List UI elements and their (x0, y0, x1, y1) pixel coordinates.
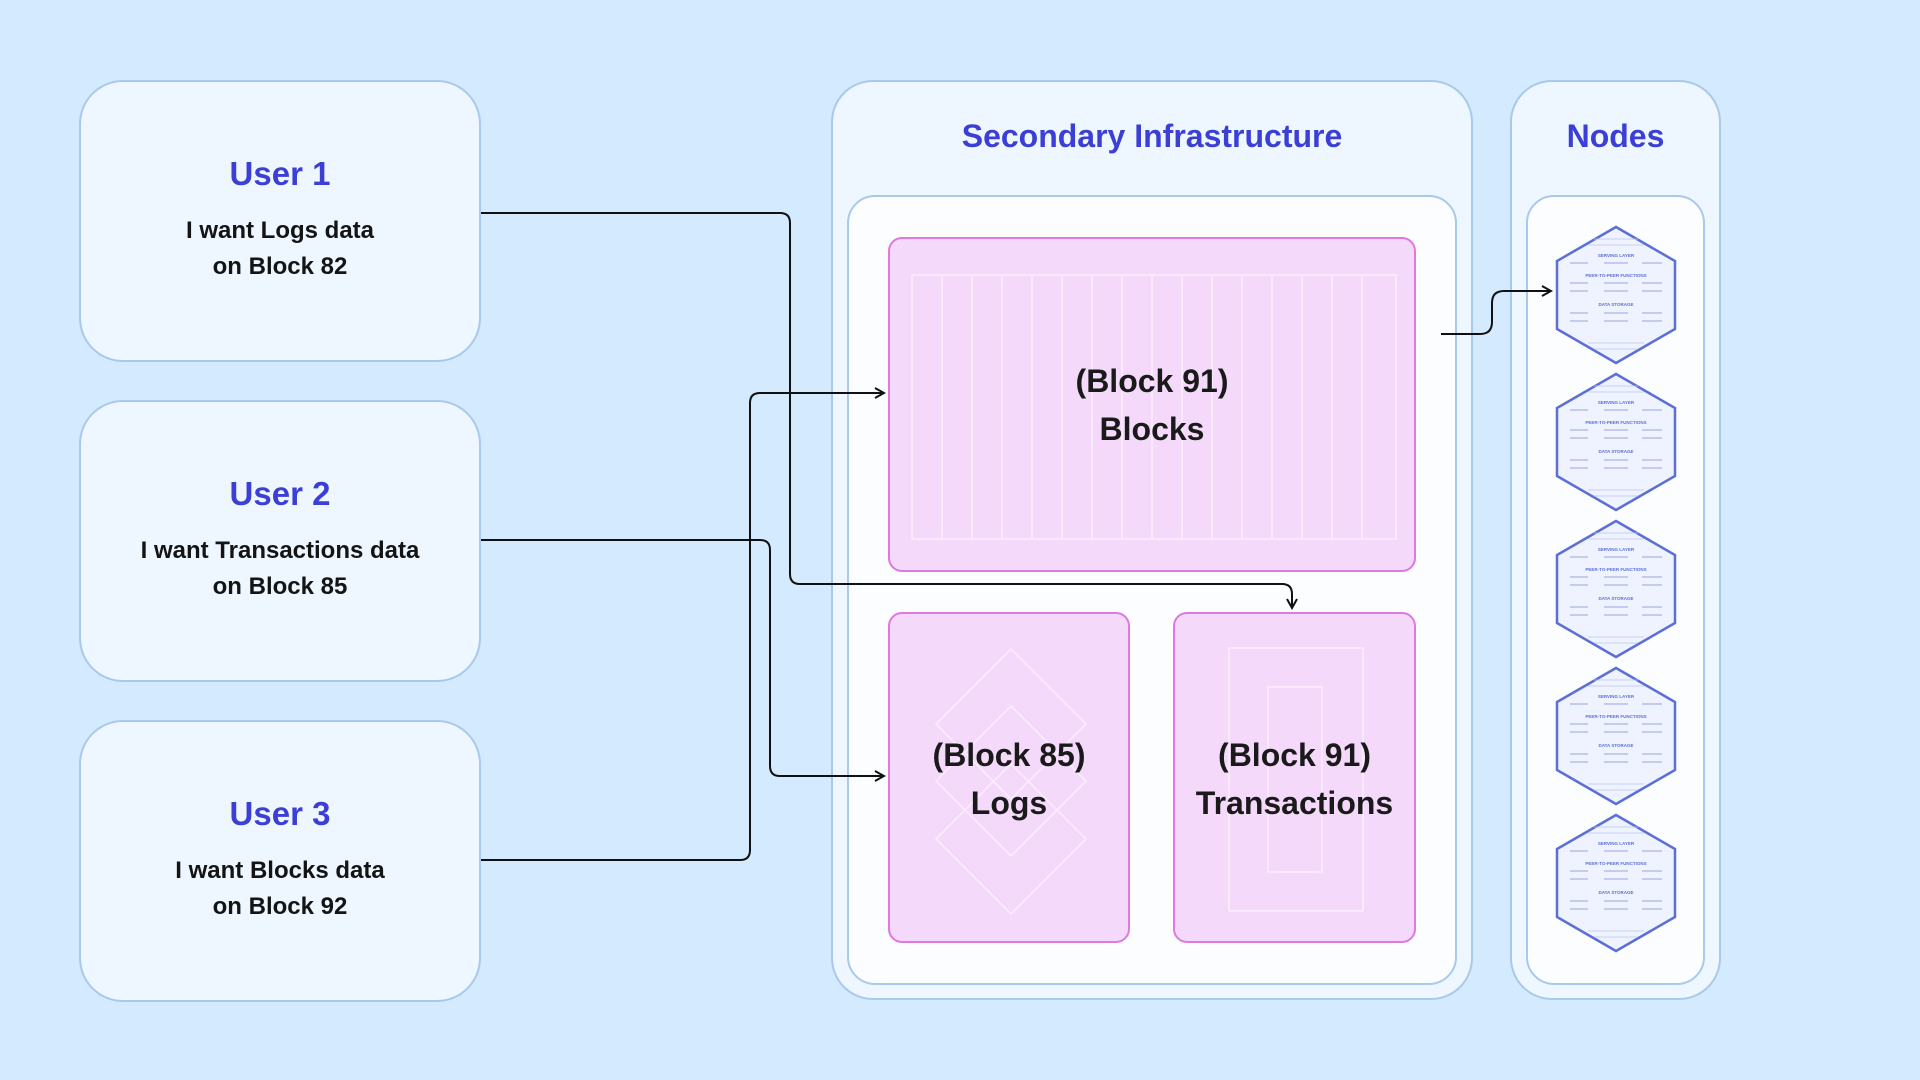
user-2-request-line-1: I want Transactions data (140, 537, 420, 564)
blocks-label: (Block 91) Blocks (890, 357, 1414, 453)
node-section-heading: SERVING LAYER (1598, 400, 1635, 405)
node-5: SERVING LAYER PEER-TO-PEER FUNCTIONS DATA … (1554, 813, 1678, 953)
user-3-to-blocks-connector (481, 393, 884, 861)
transactions-data-box: (Block 91) Transactions (1173, 612, 1416, 943)
user-3-request-line-1: I want Blocks data (175, 857, 385, 884)
user-3-title: User 3 (229, 795, 331, 832)
transactions-label: (Block 91) Transactions (1175, 731, 1414, 827)
user-2-to-logs-connector (481, 539, 884, 776)
node-section-heading: PEER-TO-PEER FUNCTIONS (1585, 567, 1646, 572)
user-1-card: User 1 I want Logs data on Block 82 (79, 80, 481, 362)
node-hexagon-5: SERVING LAYER PEER-TO-PEER FUNCTIONS DATA … (1555, 813, 1677, 953)
node-outline (1555, 813, 1677, 953)
node-section-heading: SERVING LAYER (1598, 694, 1635, 699)
node-outline (1555, 519, 1677, 659)
node-section-heading: SERVING LAYER (1598, 841, 1635, 846)
user-1-request-line-1: I want Logs data (185, 217, 374, 244)
user-3-request-line-2: on Block 92 (212, 893, 348, 920)
logs-data-box: (Block 85) Logs (888, 612, 1130, 943)
node-section-heading: PEER-TO-PEER FUNCTIONS (1585, 273, 1646, 278)
user-2-request-line-2: on Block 85 (212, 573, 348, 600)
node-3: SERVING LAYER PEER-TO-PEER FUNCTIONS DATA … (1554, 519, 1678, 659)
node-section-heading: SERVING LAYER (1598, 547, 1635, 552)
blocks-data-box: (Block 91) Blocks (888, 237, 1416, 572)
user-3-card: User 3 I want Blocks data on Block 92 (79, 720, 481, 1002)
node-outline (1555, 225, 1677, 365)
node-hexagon-2: SERVING LAYER PEER-TO-PEER FUNCTIONS DATA … (1555, 372, 1677, 512)
node-section-heading: DATA STORAGE (1598, 890, 1633, 895)
node-outline (1555, 372, 1677, 512)
user-2-card: User 2 I want Transactions data on Block… (79, 400, 481, 682)
logs-diamond-pattern (934, 647, 1088, 916)
logs-label: (Block 85) Logs (890, 731, 1128, 827)
nodes-title: Nodes (1566, 118, 1665, 154)
node-section-heading: DATA STORAGE (1598, 449, 1633, 454)
logs-label-line-2: Logs (970, 785, 1048, 821)
blocks-label-line-2: Blocks (1099, 411, 1205, 447)
secondary-infrastructure-title: Secondary Infrastructure (961, 118, 1343, 154)
node-hexagon-3: SERVING LAYER PEER-TO-PEER FUNCTIONS DATA … (1555, 519, 1677, 659)
node-2: SERVING LAYER PEER-TO-PEER FUNCTIONS DATA … (1554, 372, 1678, 512)
node-section-heading: PEER-TO-PEER FUNCTIONS (1585, 714, 1646, 719)
node-outline (1555, 666, 1677, 806)
blocks-label-line-1: (Block 91) (1075, 363, 1229, 399)
transactions-label-line-2: Transactions (1195, 785, 1394, 821)
transactions-rect-pattern (1228, 647, 1364, 912)
node-4: SERVING LAYER PEER-TO-PEER FUNCTIONS DATA … (1554, 666, 1678, 806)
node-section-heading: SERVING LAYER (1598, 253, 1635, 258)
node-1: SERVING LAYER PEER-TO-PEER FUNCTIONS DATA … (1554, 225, 1678, 365)
user-1-request-line-2: on Block 82 (212, 253, 348, 280)
node-section-heading: PEER-TO-PEER FUNCTIONS (1585, 420, 1646, 425)
logs-label-line-1: (Block 85) (932, 737, 1086, 773)
node-section-heading: DATA STORAGE (1598, 743, 1633, 748)
node-section-heading: DATA STORAGE (1598, 302, 1633, 307)
user-2-title: User 2 (229, 475, 331, 512)
node-section-heading: PEER-TO-PEER FUNCTIONS (1585, 861, 1646, 866)
node-hexagon-4: SERVING LAYER PEER-TO-PEER FUNCTIONS DATA … (1555, 666, 1677, 806)
node-section-heading: DATA STORAGE (1598, 596, 1633, 601)
user-1-title: User 1 (229, 155, 331, 192)
transactions-label-line-1: (Block 91) (1218, 737, 1371, 773)
node-hexagon-1: SERVING LAYER PEER-TO-PEER FUNCTIONS DATA … (1555, 225, 1677, 365)
